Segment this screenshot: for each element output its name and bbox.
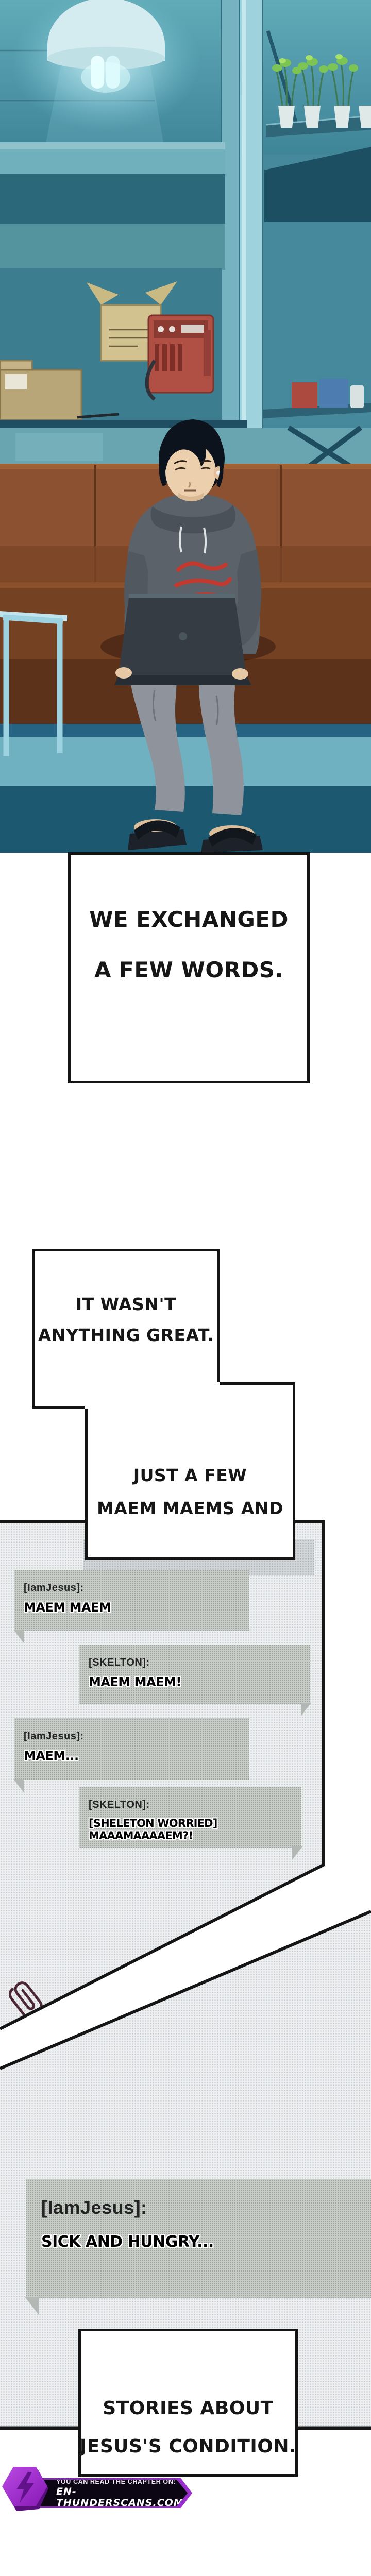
- pant-folds: [152, 690, 219, 726]
- ceiling-lamp-icon: [47, 0, 165, 93]
- chat-message: MAEM...: [24, 1749, 79, 1763]
- caption-text: WE EXCHANGED: [89, 906, 289, 932]
- bubble-fold: [25, 2297, 39, 2315]
- chat-sender: [IamJesus]:: [41, 2197, 147, 2218]
- left-hand: [115, 667, 132, 679]
- potted-plants: [265, 30, 371, 137]
- watermark-banner[interactable]: YOU CAN READ THE CHAPTER ON: EN-THUNDERS…: [30, 2478, 192, 2508]
- drawstrings: [179, 526, 207, 554]
- chat-message: MAEM MAEM: [24, 1600, 111, 1615]
- caption-text: JUST A FEW: [133, 1465, 247, 1485]
- watermark-text: YOU CAN READ THE CHAPTER ON:: [56, 2478, 176, 2485]
- caption-box-4: STORIES ABOUT JESUS'S CONDITION.: [78, 2329, 298, 2477]
- chat-message: MAEM MAEM!: [89, 1675, 181, 1689]
- laptop-base: [114, 675, 251, 685]
- floor: [0, 724, 371, 853]
- hood-fold: [150, 505, 235, 534]
- caption-text: ANYTHING GREAT.: [38, 1325, 214, 1345]
- bubble-fold: [13, 1630, 24, 1643]
- right-hand: [232, 668, 248, 680]
- bubble-fold: [292, 1846, 302, 1860]
- chat-sender: [IamJesus]:: [24, 1731, 84, 1742]
- chat-bubble: [SKELTON]: [SHELETON WORRIED] MAAAMAAAAE…: [79, 1787, 302, 1860]
- caption-text: IT WASN'T: [75, 1294, 177, 1314]
- caption-text: STORIES ABOUT: [103, 2398, 274, 2419]
- watermark-site-url[interactable]: EN-THUNDERSCANS.COM: [56, 2486, 184, 2509]
- chat-sender: [SKELTON]:: [89, 1657, 150, 1668]
- caption-box-1: WE EXCHANGED A FEW WORDS.: [68, 852, 310, 1083]
- storage-shelf: [0, 268, 371, 428]
- chat-bubble: [IamJesus]: MAEM...: [13, 1718, 249, 1792]
- caption-text: JESUS'S CONDITION.: [79, 2436, 297, 2457]
- person-on-couch: [114, 419, 263, 853]
- chat-message: [SHELETON WORRIED] MAAAMAAAAEM?!: [89, 1817, 217, 1842]
- side-table: [0, 611, 67, 756]
- illustration-room-scene: [0, 0, 371, 853]
- right-sleeve: [231, 549, 261, 645]
- chat-sender: [IamJesus]:: [24, 1582, 84, 1594]
- caption-box-3: JUST A FEW MAEM MAEMS AND: [85, 1382, 295, 1560]
- metal-braces: [287, 425, 362, 469]
- laptop-logo: [179, 632, 187, 640]
- window-frame: [221, 0, 263, 466]
- neck-shadow: [178, 493, 204, 501]
- right-leg: [199, 651, 244, 815]
- red-machine: [145, 314, 214, 401]
- caption-box-2: IT WASN'T ANYTHING GREAT.: [32, 1249, 220, 1409]
- chat-bubble: [SKELTON]: MAEM MAEM!: [79, 1645, 311, 1716]
- watermark-banner-inner: YOU CAN READ THE CHAPTER ON: EN-THUNDERS…: [31, 2480, 188, 2506]
- laptop-edge: [129, 594, 235, 598]
- chat-bubble-large: [IamJesus]: SICK AND HUNGRY...: [25, 2179, 371, 2315]
- lightning-hexagon-icon: [2, 2467, 48, 2511]
- chat-message: SICK AND HUNGRY...: [41, 2233, 214, 2251]
- facial-features: [174, 460, 212, 492]
- box-merge-patch: [85, 1382, 220, 1409]
- chat-bubble: [IamJesus]: MAEM MAEM: [13, 1570, 249, 1643]
- caption-text: MAEM MAEMS AND: [97, 1498, 283, 1518]
- bubble-fold: [301, 1703, 311, 1716]
- bubble-fold: [13, 1779, 24, 1792]
- left-leg: [130, 650, 185, 812]
- caption-text: A FEW WORDS.: [94, 957, 283, 982]
- sandals: [128, 819, 263, 853]
- wall-patch: [15, 433, 103, 461]
- hair-sides: [159, 455, 224, 487]
- paperclip-icon: [9, 1981, 43, 2019]
- chat-sender: [SKELTON]:: [89, 1799, 150, 1810]
- hair-front: [160, 419, 224, 470]
- counter-bands: [0, 142, 371, 270]
